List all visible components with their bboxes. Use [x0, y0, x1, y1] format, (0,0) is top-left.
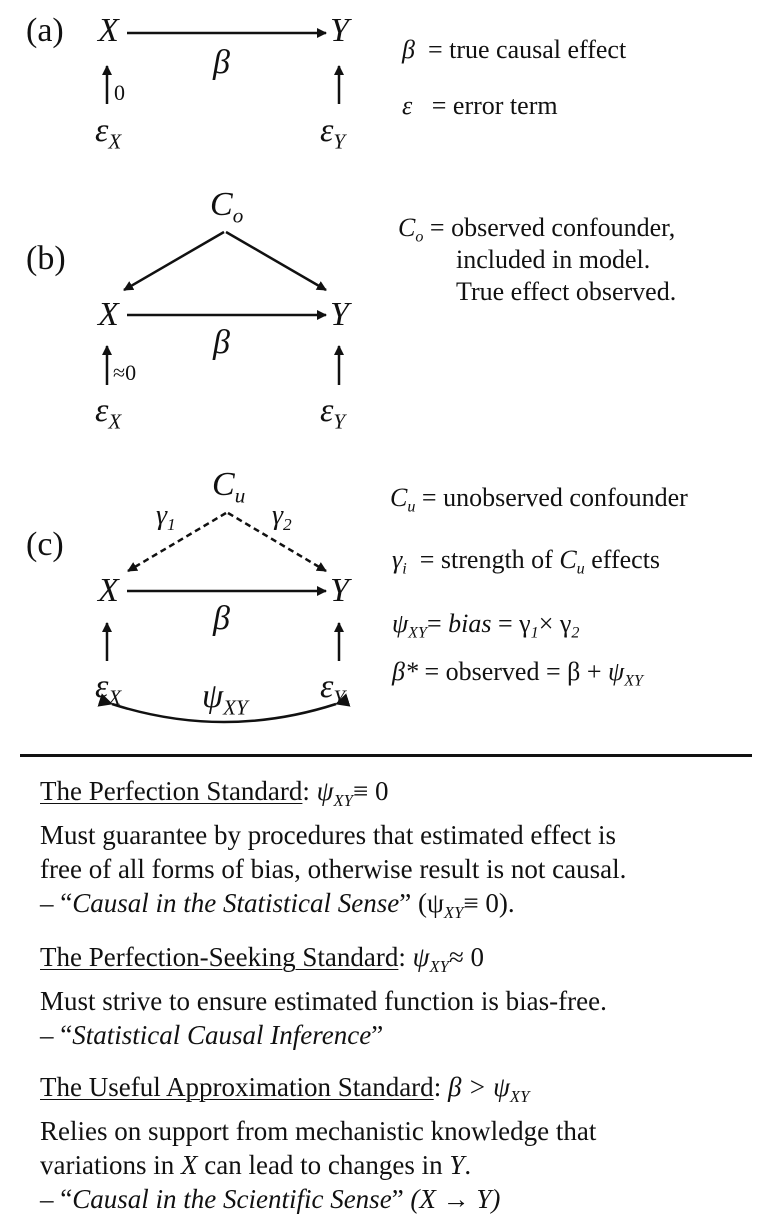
legend-a-epsilon: ε = error term	[402, 91, 558, 120]
node-ey-b: εY	[320, 392, 346, 434]
edge-c-y-c	[227, 511, 327, 573]
edge-c-x-c	[127, 511, 227, 573]
standard-description-line: Must guarantee by procedures that estima…	[40, 819, 617, 850]
ex-to-x-label-b: ≈0	[113, 360, 137, 385]
gamma1-label: γ1	[156, 500, 176, 535]
node-c-c: Cu	[212, 466, 246, 508]
standard-quote: – “Causal in the Statistical Sense” (ψXY…	[40, 887, 515, 922]
node-ex-a: εX	[95, 112, 122, 154]
node-y-c: Y	[330, 572, 349, 609]
beta-label-a: β	[213, 44, 230, 81]
standard-perfection-seeking: The Perfection-Seeking Standard: ψXY≈ 0 …	[40, 940, 607, 1052]
panel-c-label: (c)	[26, 526, 64, 563]
standard-heading: The Useful Approximation Standard: β > ψ…	[40, 1072, 530, 1106]
node-ex-c: εX	[95, 668, 122, 710]
edge-ex-ey-bidirectional	[97, 693, 351, 724]
ex-to-x-label-a: 0	[114, 80, 125, 105]
section-divider	[20, 754, 752, 757]
edge-c-x-b	[123, 230, 225, 292]
node-y-b: Y	[330, 296, 349, 333]
legend-c-beta-star: β* = observed = β + ψXY	[392, 657, 643, 690]
panel-a-label: (a)	[26, 12, 64, 49]
legend-b-line-3: True effect observed.	[456, 277, 677, 306]
node-ex-b: εX	[95, 392, 122, 434]
node-c-b: Co	[210, 186, 244, 228]
beta-label-b: β	[213, 324, 230, 361]
psi-label: ψXY	[202, 678, 248, 720]
standard-description-line: variations in X can lead to changes in Y…	[40, 1149, 472, 1180]
node-y-a: Y	[330, 12, 349, 49]
standard-heading: The Perfection-Seeking Standard: ψXY≈ 0	[40, 942, 485, 976]
edge-c-y-b	[225, 230, 327, 292]
legend-c-gamma: γi = strength of Cu effects	[392, 545, 661, 578]
standard-description-line: Relies on support from mechanistic knowl…	[40, 1115, 597, 1146]
node-ey-a: εY	[320, 112, 346, 154]
gamma2-label: γ2	[272, 500, 292, 535]
node-x-c: X	[98, 572, 119, 609]
legend-a-beta: β = true causal effect	[402, 35, 627, 64]
standard-description-line: Must strive to ensure estimated function…	[40, 985, 607, 1016]
legend-b-line-2: included in model.	[456, 245, 651, 274]
node-x-b: X	[98, 296, 119, 333]
legend-b-line-1: Co = observed confounder,	[398, 213, 676, 246]
panel-b-label: (b)	[26, 240, 66, 277]
standard-description-line: free of all forms of bias, otherwise res…	[40, 853, 627, 884]
standard-perfection: The Perfection Standard: ψXY≡ 0 Must gua…	[40, 774, 626, 930]
standard-quote: – “Causal in the Scientific Sense” (X → …	[40, 1183, 501, 1214]
standard-heading: The Perfection Standard: ψXY≡ 0	[40, 776, 389, 810]
node-x-a: X	[98, 12, 119, 49]
standard-useful-approximation: The Useful Approximation Standard: β > ψ…	[40, 1070, 596, 1216]
legend-c-cu: Cu = unobserved confounder	[390, 483, 688, 516]
beta-label-c: β	[213, 600, 230, 637]
diagram-arrows	[97, 28, 351, 724]
standard-quote: – “Statistical Causal Inference”	[40, 1019, 384, 1050]
node-ey-c: εY	[320, 668, 346, 710]
legend-c-psi: ψXY= bias = γ1× γ2	[392, 609, 580, 642]
